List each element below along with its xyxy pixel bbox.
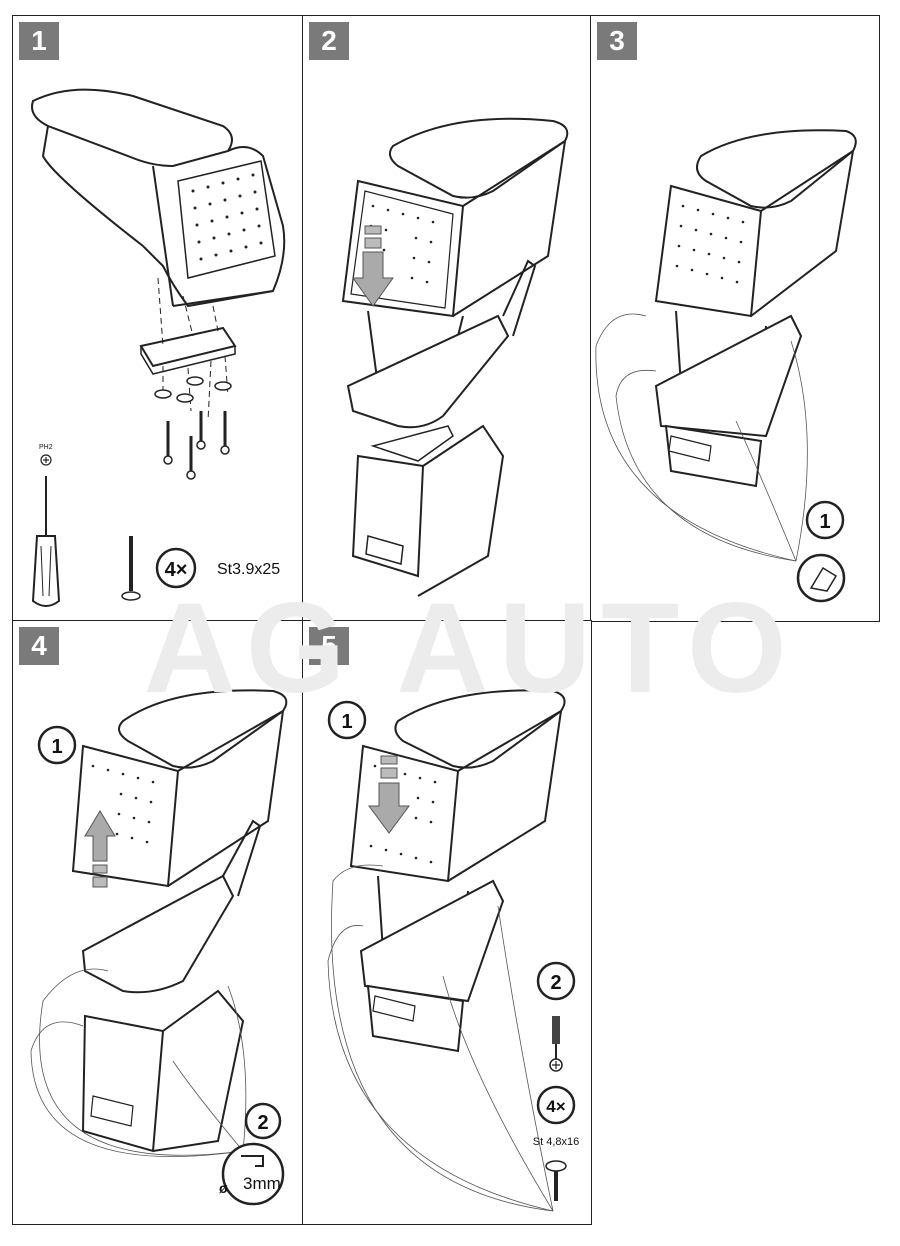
step-5-illustration: 1 2 4× St 4,8x16 — [327, 689, 579, 1212]
sub-step-2-circle — [244, 1102, 282, 1140]
step-3-illustration: 1 — [595, 129, 857, 603]
sub-step-2-number: 2 — [257, 1112, 268, 1134]
count-circle — [536, 1085, 576, 1125]
perforation-dots — [191, 173, 263, 261]
step-3-panel: 3 1 — [590, 15, 880, 622]
down-arrow-icon — [352, 225, 394, 307]
sub-step-1-number: 1 — [51, 736, 62, 758]
screw-spec: St3.9x25 — [217, 561, 280, 578]
step-1-badge: 1 — [19, 22, 59, 60]
sub-step-1-circle — [37, 725, 77, 765]
step-2-illustration — [341, 117, 569, 597]
step-3-badge: 3 — [597, 22, 637, 60]
guide-lines — [595, 313, 808, 562]
step-4-panel: 4 1 2 ø 3mm — [12, 620, 304, 1225]
screw-icon — [545, 1160, 567, 1201]
screw-count: 4× — [165, 559, 188, 581]
step-5-badge: 5 — [309, 627, 349, 665]
step-1-illustration: PH2 4× St3.9x25 — [31, 88, 286, 607]
up-arrow-icon — [84, 810, 116, 888]
sub-step-1-circle — [327, 700, 367, 740]
sub-step-number: 1 — [819, 511, 830, 533]
drill-size: 3mm — [243, 1174, 281, 1193]
step-4-badge: 4 — [19, 627, 59, 665]
step-2-panel: 2 — [302, 15, 592, 622]
screw-spec: St 4,8x16 — [533, 1136, 579, 1148]
screw-icon — [121, 536, 141, 601]
drill-icon — [221, 1142, 285, 1206]
tool-label: PH2 — [39, 444, 53, 451]
hand-pinch-icon — [796, 553, 846, 603]
step-1-panel: 1 — [12, 15, 304, 622]
sub-step-2-number: 2 — [550, 972, 561, 994]
sub-step-2-circle — [536, 961, 576, 1001]
screw-count: 4× — [546, 1097, 565, 1116]
step-4-illustration: 1 2 ø 3mm — [30, 689, 288, 1206]
step-2-badge: 2 — [309, 22, 349, 60]
count-circle — [155, 547, 197, 589]
down-arrow-icon — [368, 755, 410, 834]
sub-step-circle — [805, 500, 845, 540]
screwdriver-icon — [549, 1016, 563, 1072]
drill-symbol: ø — [219, 1180, 228, 1196]
screwdriver-icon — [31, 454, 61, 607]
step-5-panel: 5 1 2 — [302, 620, 592, 1225]
sub-step-1-number: 1 — [341, 711, 352, 733]
